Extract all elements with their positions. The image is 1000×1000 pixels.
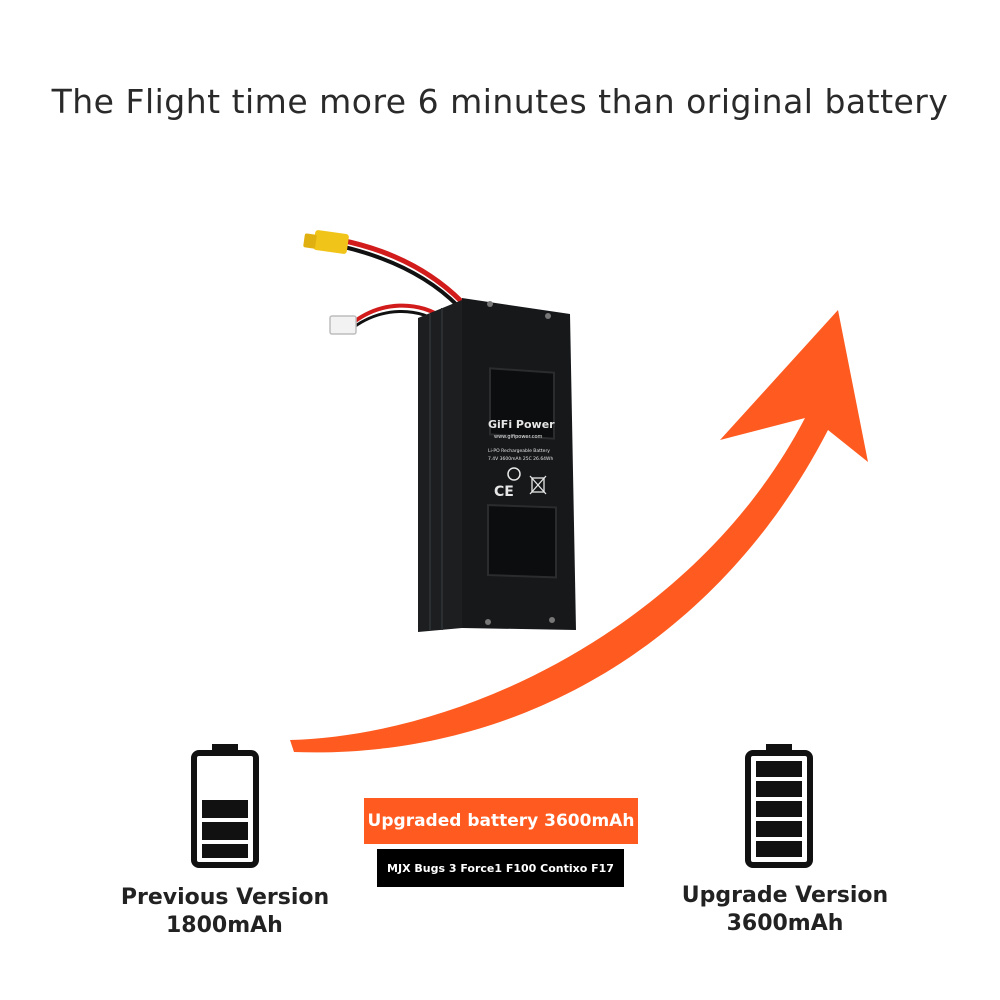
upgrade-version-block: Upgrade Version 3600mAh — [680, 882, 890, 938]
battery-pack: GiFi Power www.gifipower.com Li-PO Recha… — [303, 230, 576, 632]
ce-mark: CE — [494, 484, 514, 500]
pack-brand: GiFi Power — [488, 418, 555, 431]
previous-version-capacity: 1800mAh — [166, 913, 283, 938]
pack-spec-2: 7.4V 3600mAh 25C 26.64Wh — [488, 456, 553, 462]
previous-version-block: Previous Version 1800mAh — [120, 884, 330, 940]
compatible-models-tag: MJX Bugs 3 Force1 F100 Contixo F17 — [377, 849, 624, 887]
battery-half-icon — [191, 744, 259, 868]
upgrade-version-capacity: 3600mAh — [726, 911, 844, 936]
recycle-icon — [507, 467, 521, 481]
pack-spec-1: Li-PO Rechargeable Battery — [488, 448, 550, 454]
balance-connector-icon — [329, 315, 357, 335]
upgraded-battery-tag: Upgraded battery 3600mAh — [364, 798, 638, 844]
upgrade-version-title: Upgrade Version — [681, 883, 889, 908]
headline: The Flight time more 6 minutes than orig… — [51, 82, 949, 121]
battery-full-icon — [745, 744, 813, 868]
pack-website: www.gifipower.com — [494, 434, 543, 440]
previous-version-title: Previous Version — [120, 885, 330, 910]
xt30-connector-icon — [303, 230, 349, 254]
growth-arrow-icon — [290, 310, 868, 753]
weee-bin-icon — [529, 475, 547, 495]
